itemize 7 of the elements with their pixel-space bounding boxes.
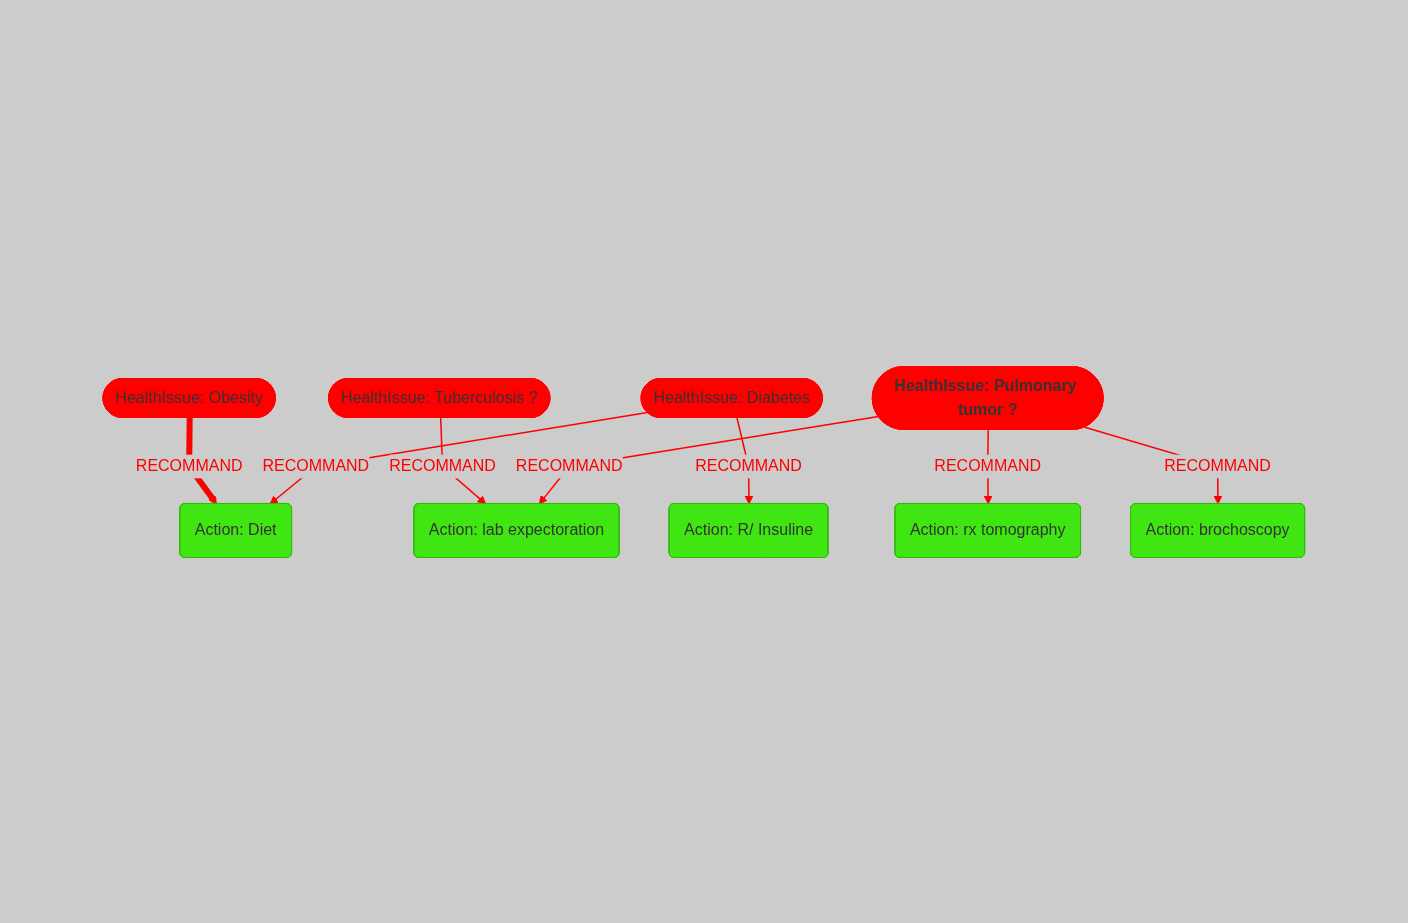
edge-label: RECOMMAND [695, 457, 803, 474]
edge-label: RECOMMAND [389, 457, 497, 474]
edge-label: RECOMMAND [934, 457, 1042, 474]
edge-label: RECOMMAND [516, 457, 623, 474]
edge-label: RECOMMAND [136, 457, 243, 474]
edge-label: RECOMMAND [1164, 457, 1272, 474]
edge-label: RECOMMAND [262, 457, 370, 474]
